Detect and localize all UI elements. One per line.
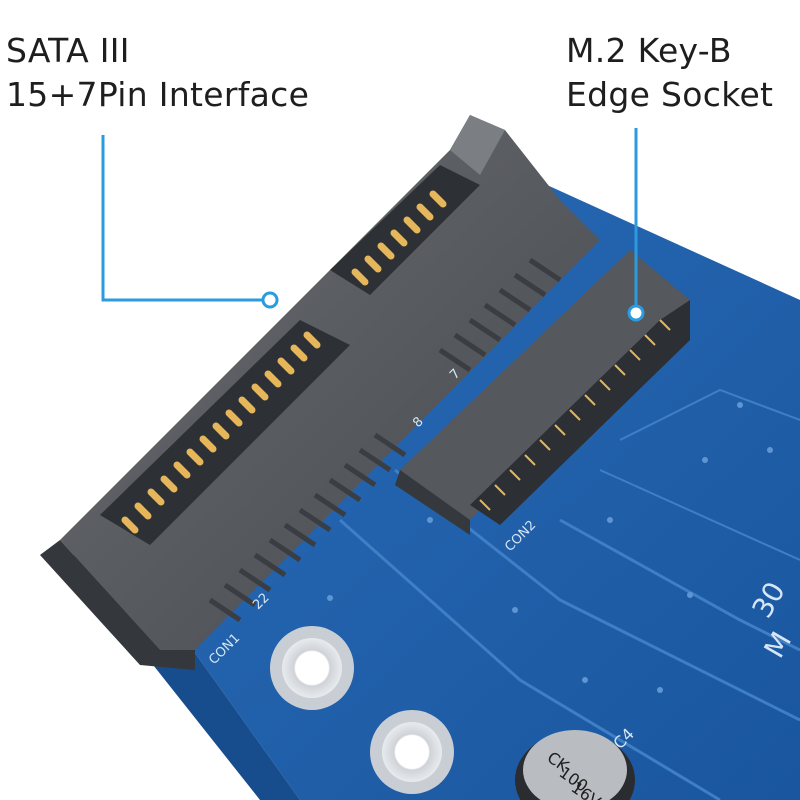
m2-callout-line2: Edge Socket [566, 75, 774, 114]
m2-edge-socket [395, 250, 690, 535]
m2-callout-line1: M.2 Key-B [566, 31, 732, 70]
sata-callout-line2: 15+7Pin Interface [6, 75, 310, 114]
sata-callout-dot [261, 291, 279, 309]
sata-connector [40, 115, 600, 670]
m2-callout-dot [627, 304, 645, 322]
sata-callout-line1: SATA III [6, 31, 130, 70]
sata-callout-label: SATA III 15+7Pin Interface [6, 29, 309, 117]
sata-callout-line [101, 135, 268, 302]
m2-callout-label: M.2 Key-B Edge Socket [566, 29, 773, 117]
electrolytic-capacitor: CK 100 16V [515, 730, 635, 800]
callout-lines [101, 128, 645, 322]
